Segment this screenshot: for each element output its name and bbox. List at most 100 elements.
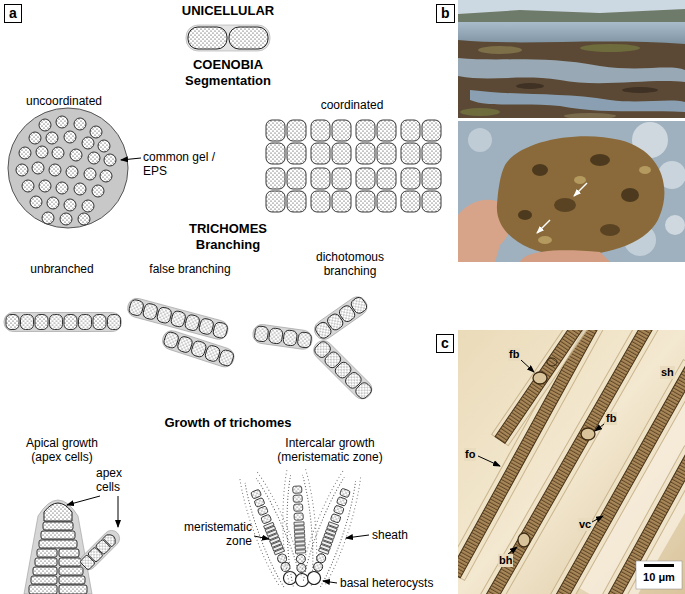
type-label: false branching bbox=[130, 262, 250, 276]
dichotomous-trichome bbox=[311, 293, 371, 343]
unicellular-cells bbox=[186, 25, 270, 51]
micrograph bbox=[581, 428, 595, 440]
apical-growth-trichome bbox=[31, 576, 57, 584]
micrograph bbox=[478, 456, 500, 466]
type-label: coordinated bbox=[297, 98, 407, 112]
rock-sample-photo bbox=[574, 183, 587, 196]
uncoordinated-coenobium bbox=[19, 147, 31, 159]
micrograph bbox=[636, 561, 682, 589]
rock-sample-photo bbox=[458, 121, 685, 262]
rock-sample-photo bbox=[520, 250, 610, 262]
uncoordinated-coenobium bbox=[39, 180, 51, 192]
uncoordinated-coenobium bbox=[82, 200, 94, 212]
coordinated-coenobium bbox=[266, 120, 306, 164]
uncoordinated-coenobium bbox=[84, 168, 96, 180]
leader-arrow bbox=[346, 535, 369, 538]
false-branching-trichome bbox=[126, 296, 237, 369]
subsection-heading: Branching bbox=[158, 238, 298, 252]
rock-sample-photo bbox=[458, 121, 685, 262]
leader-arrow bbox=[121, 158, 141, 160]
micrograph bbox=[492, 330, 587, 446]
tidal-flat-photo bbox=[478, 46, 522, 54]
type-label: Apical growth (apex cells) bbox=[12, 436, 112, 464]
rock-sample-photo bbox=[574, 176, 586, 184]
uncoordinated-coenobium bbox=[100, 170, 112, 182]
micrograph bbox=[533, 372, 547, 384]
uncoordinated-coenobium bbox=[82, 137, 94, 149]
coordinated-coenobium bbox=[266, 120, 441, 212]
uncoordinated-coenobium bbox=[36, 146, 48, 158]
tidal-flat-photo bbox=[458, 0, 685, 118]
section-heading: UNICELLULAR bbox=[158, 4, 298, 18]
tidal-flat-photo bbox=[458, 9, 685, 24]
uncoordinated-coenobium bbox=[8, 108, 128, 228]
tidal-flat-photo bbox=[564, 113, 616, 118]
part-label: meristematic zone bbox=[170, 520, 252, 548]
micrograph-label: fo bbox=[464, 448, 476, 461]
part-label: sheath bbox=[372, 528, 408, 542]
dichotomous-trichome bbox=[252, 323, 314, 350]
part-label: apex cells bbox=[96, 466, 136, 494]
intercalar-growth-trichomes bbox=[296, 467, 368, 590]
micrograph bbox=[492, 330, 587, 446]
unicellular-cells bbox=[229, 27, 268, 49]
apical-growth-trichome bbox=[39, 540, 77, 548]
apical-growth-trichome bbox=[37, 549, 57, 557]
tidal-flat-photo bbox=[458, 0, 685, 118]
micrograph bbox=[547, 358, 557, 366]
rock-sample-photo bbox=[554, 198, 576, 212]
dichotomous-trichome bbox=[252, 293, 376, 402]
subsection-heading: Segmentation bbox=[158, 74, 298, 88]
apical-growth-trichome bbox=[35, 558, 57, 566]
apical-growth-trichome bbox=[59, 558, 81, 566]
apical-growth-trichome bbox=[59, 567, 83, 575]
uncoordinated-coenobium bbox=[56, 116, 68, 128]
uncoordinated-coenobium bbox=[8, 108, 128, 228]
micrograph bbox=[607, 448, 685, 594]
apical-growth-trichome bbox=[59, 549, 79, 557]
uncoordinated-coenobium bbox=[98, 140, 110, 152]
tidal-flat-photo bbox=[470, 90, 685, 112]
panel-letter: c bbox=[441, 335, 449, 351]
micrograph bbox=[458, 330, 685, 594]
coordinated-coenobium bbox=[356, 120, 396, 164]
uncoordinated-coenobium bbox=[78, 213, 90, 225]
type-label: dichotomous branching bbox=[300, 250, 400, 278]
scale-bar-label: 10 μm bbox=[637, 570, 681, 584]
micrograph bbox=[521, 360, 534, 372]
micrograph bbox=[495, 330, 584, 443]
apical-growth-trichome bbox=[103, 532, 118, 547]
uncoordinated-coenobium bbox=[47, 197, 59, 209]
rock-sample-photo bbox=[537, 220, 550, 233]
panel-letter: b bbox=[441, 5, 450, 21]
uncoordinated-coenobium bbox=[52, 147, 64, 159]
part-label: common gel / EPS bbox=[143, 150, 223, 178]
uncoordinated-coenobium bbox=[64, 131, 76, 143]
micrograph bbox=[550, 360, 685, 594]
leader-arrow bbox=[323, 581, 337, 583]
rock-sample-photo bbox=[532, 164, 548, 176]
subsection-heading: Growth of trichomes bbox=[138, 416, 318, 430]
section-heading: COENOBIA bbox=[158, 58, 298, 72]
type-label: Intercalar growth (meristematic zone) bbox=[255, 436, 405, 464]
apical-growth-trichome bbox=[29, 585, 57, 594]
uncoordinated-coenobium bbox=[74, 183, 86, 195]
uncoordinated-coenobium bbox=[90, 126, 102, 138]
tidal-flat-photo bbox=[516, 83, 544, 89]
apical-growth-trichome bbox=[41, 531, 75, 539]
rock-sample-photo bbox=[600, 224, 620, 236]
panel-letter: a bbox=[9, 5, 17, 21]
micrograph bbox=[555, 362, 685, 594]
rock-sample-photo bbox=[538, 236, 552, 244]
uncoordinated-coenobium bbox=[92, 185, 104, 197]
uncoordinated-coenobium bbox=[22, 180, 34, 192]
dichotomous-trichome bbox=[310, 337, 376, 403]
uncoordinated-coenobium bbox=[32, 162, 44, 174]
micrograph bbox=[550, 360, 685, 594]
micrograph-label: bh bbox=[498, 554, 513, 567]
rock-sample-photo bbox=[621, 188, 639, 202]
apical-growth-trichome bbox=[77, 527, 123, 573]
micrograph bbox=[592, 516, 603, 522]
